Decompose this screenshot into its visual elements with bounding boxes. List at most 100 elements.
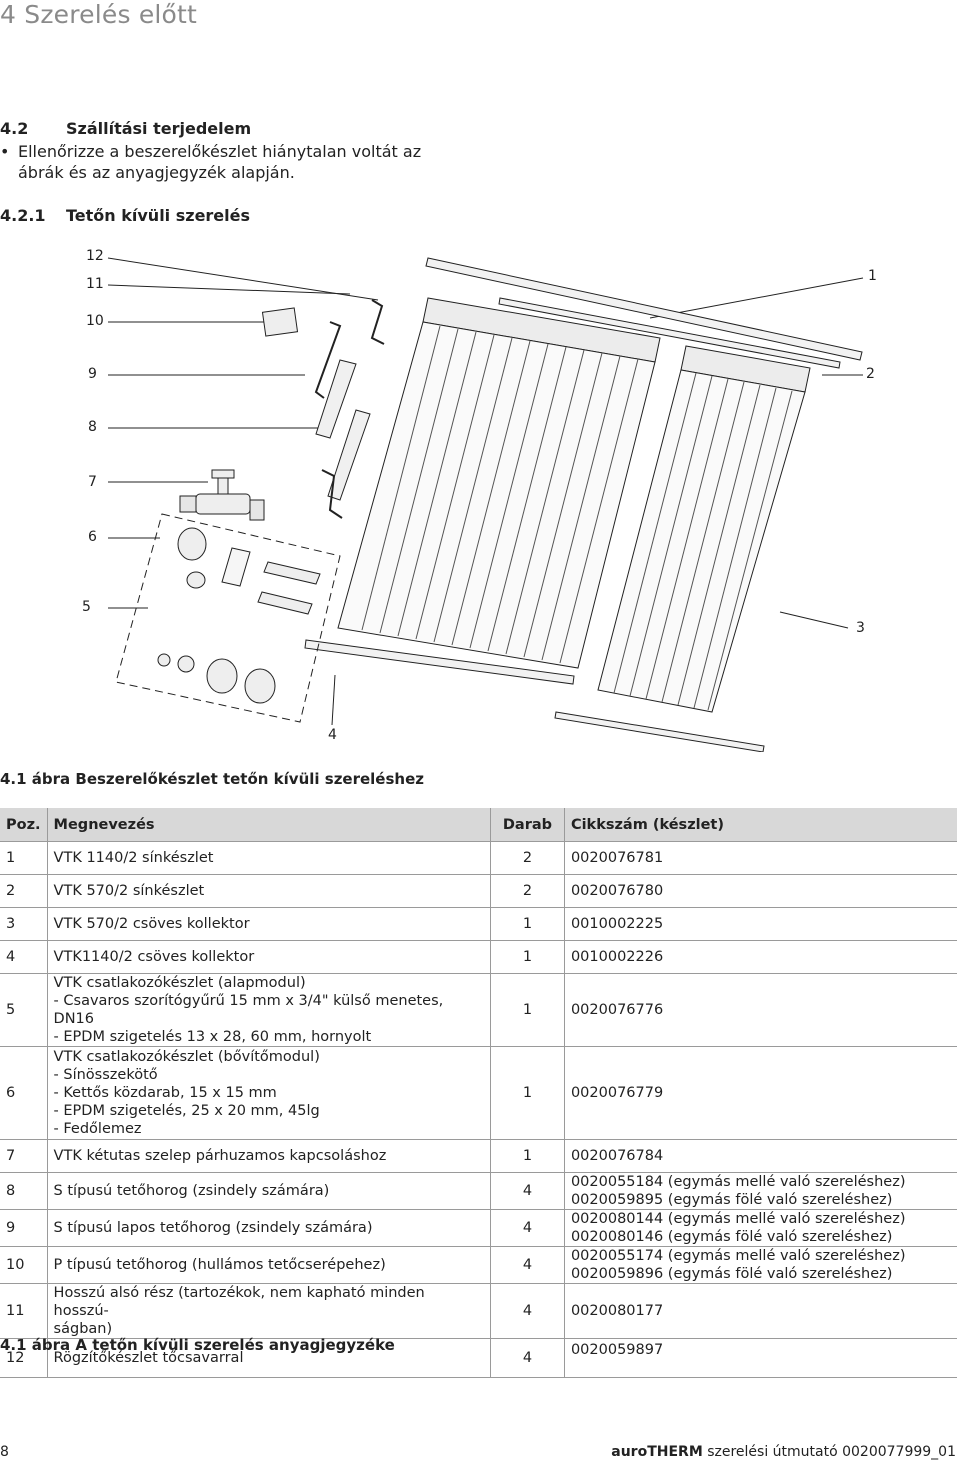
cell-code: 0010002226 <box>563 940 957 974</box>
cell-pos: 10 <box>0 1246 48 1284</box>
callout-8: 8 <box>88 419 97 435</box>
cell-qty: 1 <box>490 940 565 974</box>
cell-name: VTK 570/2 sínkészlet <box>46 874 491 908</box>
table-row: 10 P típusú tetőhorog (hullámos tetőcser… <box>0 1246 957 1284</box>
installation-kit-figure <box>0 242 960 756</box>
cell-name: VTK1140/2 csöves kollektor <box>46 940 491 974</box>
instruction-bullet: • Ellenőrizze a beszerelőkészlet hiányta… <box>0 141 470 183</box>
callout-9: 9 <box>88 366 97 382</box>
name-line: - Csavaros szorítógyűrű 15 mm x 3/4" kül… <box>53 993 444 1027</box>
section-number: 4.2 <box>0 119 29 138</box>
table-row: 1 VTK 1140/2 sínkészlet 2 0020076781 <box>0 841 957 875</box>
exploded-view-drawing <box>107 257 864 753</box>
name-line: Hosszú alsó rész (tartozékok, nem kaphat… <box>53 1285 425 1319</box>
cell-code: 0020080144 (egymás mellé való szereléshe… <box>563 1209 957 1247</box>
name-line: - EPDM szigetelés 13 x 28, 60 mm, hornyo… <box>53 1029 372 1045</box>
subsection-number: 4.2.1 <box>0 206 46 225</box>
section-heading: 4.2 Szállítási terjedelem <box>0 119 251 138</box>
instruction-text: Ellenőrizze a beszerelőkészlet hiánytala… <box>18 142 422 182</box>
cell-qty: 4 <box>490 1172 565 1210</box>
cell-pos: 5 <box>0 973 48 1047</box>
cell-code: 0020076776 <box>563 973 957 1047</box>
cell-pos: 4 <box>0 940 48 974</box>
name-line: - Sínösszekötő <box>53 1067 158 1083</box>
code-line: 0020055184 (egymás mellé való szereléshe… <box>570 1174 906 1190</box>
header-name: Megnevezés <box>46 808 491 842</box>
table-row: 6 VTK csatlakozókészlet (bővítőmodul) - … <box>0 1046 957 1140</box>
cell-code: 0020055174 (egymás mellé való szereléshe… <box>563 1246 957 1284</box>
cell-pos: 3 <box>0 907 48 941</box>
code-line: 0020059896 (egymás fölé való szereléshez… <box>570 1266 893 1282</box>
callout-7: 7 <box>88 474 97 490</box>
table-row: 4 VTK1140/2 csöves kollektor 1 001000222… <box>0 940 957 974</box>
table-row: 9 S típusú lapos tetőhorog (zsindely szá… <box>0 1209 957 1247</box>
callout-2: 2 <box>866 366 875 382</box>
section-title: Szállítási terjedelem <box>66 119 252 138</box>
footer-doc-info: auroTHERM szerelési útmutató 0020077999_… <box>611 1444 956 1460</box>
cell-qty: 4 <box>490 1338 565 1378</box>
doc-title: szerelési útmutató 0020077999_01 <box>707 1444 956 1460</box>
cell-qty: 1 <box>490 907 565 941</box>
parts-list-table: Poz. Megnevezés Darab Cikkszám (készlet)… <box>0 808 957 1378</box>
cell-qty: 1 <box>490 973 565 1047</box>
cell-code: 0020076784 <box>563 1139 957 1173</box>
subsection-title: Tetőn kívüli szerelés <box>66 206 251 225</box>
cell-qty: 4 <box>490 1283 565 1339</box>
cell-qty: 4 <box>490 1209 565 1247</box>
cell-qty: 4 <box>490 1246 565 1284</box>
cell-pos: 6 <box>0 1046 48 1140</box>
callout-1: 1 <box>868 268 877 284</box>
cell-qty: 2 <box>490 874 565 908</box>
cell-name: VTK csatlakozókészlet (alapmodul) - Csav… <box>46 973 491 1047</box>
cell-pos: 8 <box>0 1172 48 1210</box>
subsection-heading: 4.2.1 Tetőn kívüli szerelés <box>0 206 250 225</box>
cell-code: 0020080177 <box>563 1283 957 1339</box>
callout-5: 5 <box>82 599 91 615</box>
cell-code: 0020059897 <box>563 1338 957 1378</box>
table-row: 2 VTK 570/2 sínkészlet 2 0020076780 <box>0 874 957 908</box>
table-caption: 4.1 ábra A tetőn kívüli szerelés anyagje… <box>0 1336 395 1354</box>
name-line: - Fedőlemez <box>53 1121 142 1137</box>
table-row: 8 S típusú tetőhorog (zsindely számára) … <box>0 1172 957 1210</box>
figure-caption: 4.1 ábra Beszerelőkészlet tetőn kívüli s… <box>0 770 424 788</box>
callout-12: 12 <box>86 248 104 264</box>
cell-name: S típusú lapos tetőhorog (zsindely számá… <box>46 1209 491 1247</box>
header-code: Cikkszám (készlet) <box>563 808 957 842</box>
cell-pos: 9 <box>0 1209 48 1247</box>
cell-pos: 7 <box>0 1139 48 1173</box>
header-qty: Darab <box>490 808 565 842</box>
cell-qty: 1 <box>490 1139 565 1173</box>
name-line: - EPDM szigetelés, 25 x 20 mm, 45lg <box>53 1103 320 1119</box>
code-line: 0020055174 (egymás mellé való szereléshe… <box>570 1248 906 1264</box>
name-line: ságban) <box>53 1321 113 1337</box>
cell-code: 0020055184 (egymás mellé való szereléshe… <box>563 1172 957 1210</box>
cell-name: Hosszú alsó rész (tartozékok, nem kaphat… <box>46 1283 491 1339</box>
callout-6: 6 <box>88 529 97 545</box>
chapter-title: 4 Szerelés előtt <box>0 0 198 29</box>
code-line: 0020059895 (egymás fölé való szereléshez… <box>570 1192 893 1208</box>
table-row: 3 VTK 570/2 csöves kollektor 1 001000222… <box>0 907 957 941</box>
cell-code: 0020076780 <box>563 874 957 908</box>
cell-pos: 11 <box>0 1283 48 1339</box>
cell-qty: 2 <box>490 841 565 875</box>
callout-10: 10 <box>86 313 104 329</box>
cell-name: VTK kétutas szelep párhuzamos kapcsolásh… <box>46 1139 491 1173</box>
name-line: VTK csatlakozókészlet (bővítőmodul) <box>53 1049 320 1065</box>
page-number: 8 <box>0 1444 9 1460</box>
brand-name: auroTHERM <box>611 1444 703 1460</box>
table-row: 11 Hosszú alsó rész (tartozékok, nem kap… <box>0 1283 957 1339</box>
cell-code: 0010002225 <box>563 907 957 941</box>
cell-pos: 12 <box>0 1338 48 1378</box>
cell-code: 0020076779 <box>563 1046 957 1140</box>
code-line: 0020080144 (egymás mellé való szereléshe… <box>570 1211 906 1227</box>
cell-pos: 1 <box>0 841 48 875</box>
table-row: 5 VTK csatlakozókészlet (alapmodul) - Cs… <box>0 973 957 1047</box>
cell-code: 0020076781 <box>563 841 957 875</box>
table-row: 7 VTK kétutas szelep párhuzamos kapcsolá… <box>0 1139 957 1173</box>
table-row: 12 Rögzítőkészlet tőcsavarral 4 00200598… <box>0 1338 957 1378</box>
callout-4: 4 <box>328 727 337 743</box>
cell-pos: 2 <box>0 874 48 908</box>
cell-name: VTK 1140/2 sínkészlet <box>46 841 491 875</box>
cell-name: Rögzítőkészlet tőcsavarral <box>46 1338 491 1378</box>
header-pos: Poz. <box>0 808 48 842</box>
